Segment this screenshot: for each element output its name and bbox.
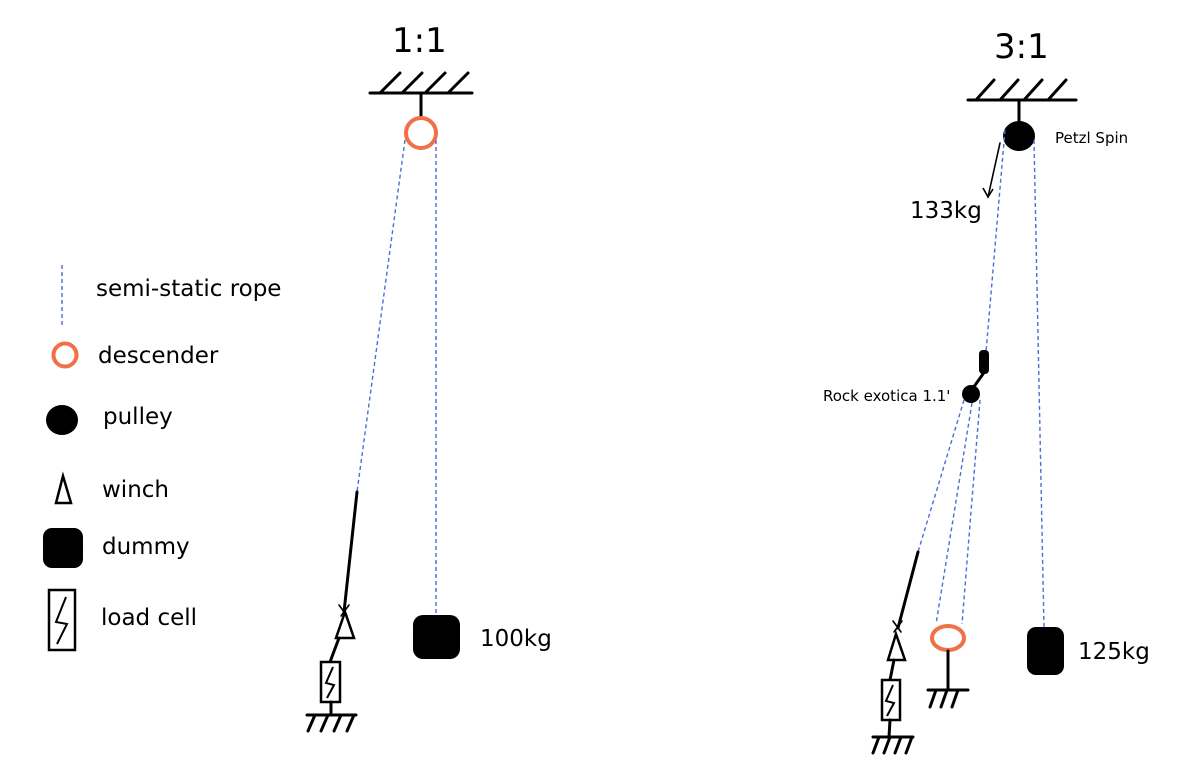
right-rope-pulley-descender-b xyxy=(961,399,981,625)
left-descender xyxy=(404,116,438,150)
legend-rope-label: semi-static rope xyxy=(96,276,281,302)
right-dummy-mass-label: 125kg xyxy=(1078,639,1150,665)
left-dummy xyxy=(413,615,460,659)
rope-grab-link xyxy=(971,372,985,390)
right-winch xyxy=(886,620,907,662)
left-system: 1:1 xyxy=(305,21,552,733)
legend-winch-label: winch xyxy=(102,477,169,503)
right-ratio-title: 3:1 xyxy=(994,27,1049,67)
right-dummy xyxy=(1027,627,1064,675)
force-arrow xyxy=(982,142,1001,199)
right-winch-connector xyxy=(888,658,896,682)
right-rope-pulley-winch xyxy=(917,399,965,553)
right-winch-line xyxy=(896,550,920,630)
legend-winch-row: winch xyxy=(54,471,169,505)
left-winch-line xyxy=(342,490,359,614)
legend-descender-row: descender xyxy=(51,341,219,369)
left-winch xyxy=(334,604,356,640)
right-ground-anchor-descender xyxy=(926,688,970,709)
dummy-icon xyxy=(43,528,83,568)
rope-grab xyxy=(979,350,989,374)
pulley-icon xyxy=(46,405,78,435)
left-load-cell xyxy=(319,660,342,717)
petzl-spin-label: Petzl Spin xyxy=(1055,129,1128,147)
legend: semi-static rope descender pulley winch … xyxy=(43,265,281,652)
rock-exotica-label: Rock exotica 1.1' xyxy=(823,387,950,405)
legend-dummy-row: dummy xyxy=(43,528,190,568)
petzl-spin-pulley xyxy=(1003,121,1035,151)
left-dummy-mass-label: 100kg xyxy=(480,626,552,652)
winch-icon xyxy=(54,471,73,505)
legend-load-cell-label: load cell xyxy=(101,605,197,631)
left-rope-winch-side xyxy=(356,139,406,493)
right-anchor xyxy=(966,78,1078,125)
legend-descender-label: descender xyxy=(98,343,219,369)
left-winch-connector xyxy=(328,636,341,664)
force-label: 133kg xyxy=(910,198,982,224)
legend-dummy-label: dummy xyxy=(102,534,190,560)
right-ground-anchor-winch xyxy=(871,735,915,755)
right-load-cell xyxy=(880,678,902,739)
legend-load-cell-row: load cell xyxy=(47,588,197,652)
right-system: 3:1 Petzl Spin 133kg Rock exotica 1.1' xyxy=(823,27,1150,755)
right-rope-main-right xyxy=(1033,139,1045,629)
rock-exotica-pulley xyxy=(962,385,980,403)
legend-rope-row: semi-static rope xyxy=(61,265,281,328)
left-ground-anchor xyxy=(305,713,358,733)
left-ratio-title: 1:1 xyxy=(392,21,447,61)
right-descender xyxy=(930,624,966,652)
descender-icon xyxy=(51,341,79,369)
right-rope-main-left xyxy=(985,129,1006,353)
load-cell-icon xyxy=(47,588,77,652)
right-rope-pulley-descender-a xyxy=(935,402,973,625)
left-anchor xyxy=(368,71,474,120)
legend-pulley-row: pulley xyxy=(46,404,173,435)
legend-pulley-label: pulley xyxy=(103,404,173,430)
